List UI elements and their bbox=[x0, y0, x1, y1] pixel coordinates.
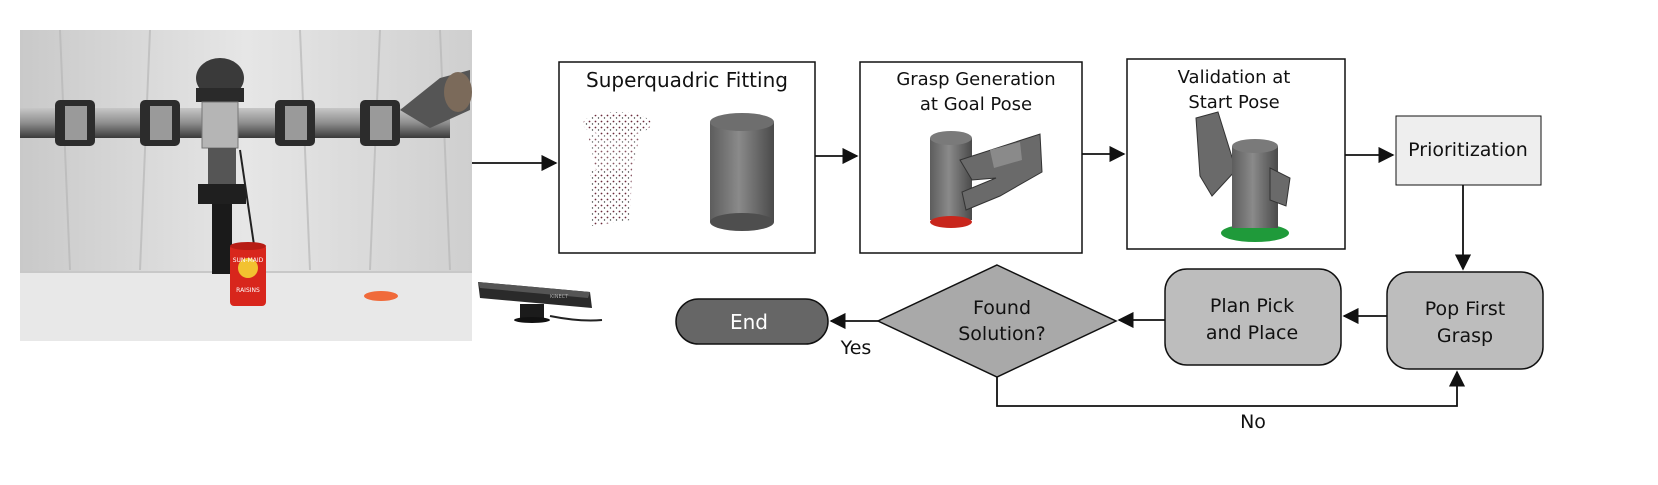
node-pop-first-grasp: Pop First Grasp bbox=[1386, 271, 1544, 370]
node-validation: Validation at Start Pose bbox=[1126, 58, 1346, 250]
validation-line2: Start Pose bbox=[1188, 92, 1279, 113]
edges bbox=[472, 145, 1472, 407]
node-end: End bbox=[675, 298, 829, 345]
edge-label-no: No bbox=[1240, 411, 1266, 433]
grasp-generation-line2: at Goal Pose bbox=[920, 94, 1032, 115]
kinect-label: KINECT bbox=[550, 294, 569, 300]
superquadric-cylinder-image bbox=[710, 113, 774, 231]
plan-pick-line2: and Place bbox=[1206, 322, 1298, 344]
kinect-sensor-icon: KINECT bbox=[478, 282, 603, 323]
found-solution-line1: Found bbox=[973, 297, 1031, 319]
node-plan-pick-and-place: Plan Pick and Place bbox=[1164, 268, 1342, 366]
robot-photo: SUN-MAID RAISINS bbox=[20, 29, 472, 341]
goal-pose-grasp-image bbox=[930, 131, 1043, 228]
node-grasp-generation: Grasp Generation at Goal Pose bbox=[859, 61, 1083, 254]
pop-first-line1: Pop First bbox=[1425, 298, 1506, 320]
node-superquadric-fitting: Superquadric Fitting bbox=[558, 61, 816, 254]
node-found-solution-decision: Found Solution? bbox=[876, 264, 1118, 378]
prioritization-label: Prioritization bbox=[1408, 139, 1528, 161]
end-label: End bbox=[730, 310, 768, 334]
start-pose-validation-image bbox=[1195, 111, 1291, 242]
edge-decision-no-to-pop bbox=[996, 370, 1466, 407]
grasp-generation-line1: Grasp Generation bbox=[896, 69, 1055, 90]
can-brand-label: SUN-MAID bbox=[233, 257, 264, 264]
pop-first-line2: Grasp bbox=[1437, 325, 1493, 347]
edge-label-yes: Yes bbox=[840, 337, 872, 359]
node-prioritization: Prioritization bbox=[1395, 115, 1542, 186]
plan-pick-line1: Plan Pick bbox=[1210, 295, 1294, 317]
found-solution-line2: Solution? bbox=[958, 323, 1046, 345]
point-cloud-image bbox=[583, 112, 651, 226]
can-product-label: RAISINS bbox=[236, 287, 260, 294]
validation-line1: Validation at bbox=[1178, 67, 1291, 88]
superquadric-title: Superquadric Fitting bbox=[586, 68, 788, 92]
